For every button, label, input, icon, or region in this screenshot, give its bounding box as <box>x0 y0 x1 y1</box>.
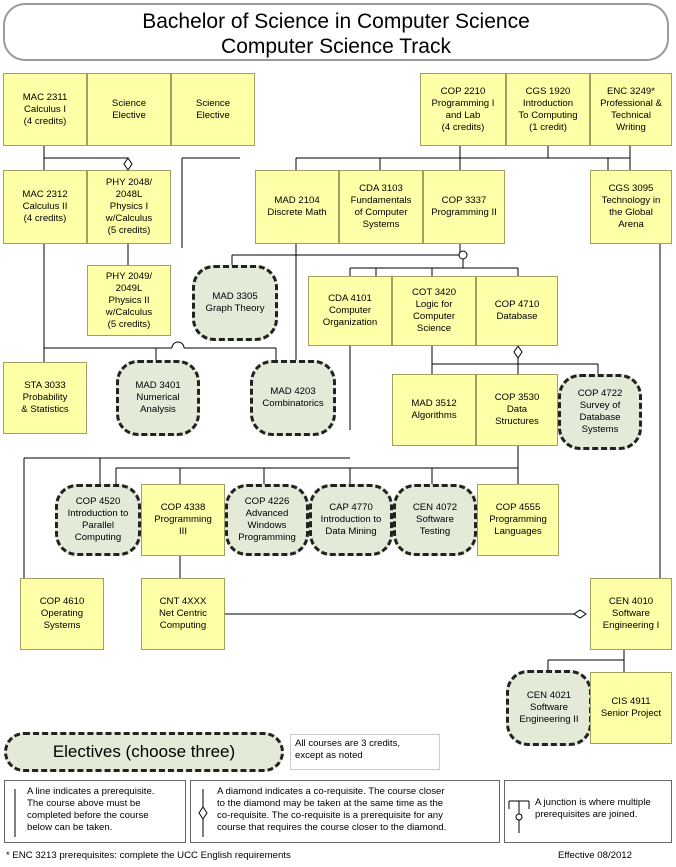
junction-icon <box>508 800 530 833</box>
course-sta3033: STA 3033 Probability & Statistics <box>3 362 87 434</box>
course-cda3103: CDA 3103 Fundamentals of Computer System… <box>339 170 423 244</box>
elective-cap4770: CAP 4770 Introduction to Data Mining <box>309 484 393 556</box>
credits-note: All courses are 3 credits, except as not… <box>290 734 440 770</box>
title-line-1: Bachelor of Science in Computer Science <box>142 10 530 33</box>
course-mac2311: MAC 2311 Calculus I (4 credits) <box>3 73 87 146</box>
course-cen4010: CEN 4010 Software Engineering I <box>590 578 672 650</box>
elective-mad3401: MAD 3401 Numerical Analysis <box>116 360 200 436</box>
corequisite-diamond-cop4710 <box>513 345 523 359</box>
elective-mad4203: MAD 4203 Combinatorics <box>250 360 336 436</box>
course-cnt4xxx: CNT 4XXX Net Centric Computing <box>141 578 225 650</box>
elective-cen4021: CEN 4021 Software Engineering II <box>506 670 592 746</box>
course-cop4338: COP 4338 Programming III <box>141 484 225 556</box>
course-cop2210: COP 2210 Programming I and Lab (4 credit… <box>420 73 506 146</box>
elective-cop4722: COP 4722 Survey of Database Systems <box>558 374 642 450</box>
course-cop3530: COP 3530 Data Structures <box>476 374 558 446</box>
elective-cop4520: COP 4520 Introduction to Parallel Comput… <box>55 484 141 556</box>
corequisite-diamond-icon <box>198 789 208 837</box>
elective-mad3305: MAD 3305 Graph Theory <box>192 265 278 341</box>
course-cgs3095: CGS 3095 Technology in the Global Arena <box>590 170 672 244</box>
legend-diamond-text: A diamond indicates a co-requisite. The … <box>217 786 447 833</box>
legend-junction: A junction is where multiple prerequisit… <box>504 780 672 843</box>
course-mad3512: MAD 3512 Algorithms <box>392 374 476 446</box>
page-title: Bachelor of Science in Computer Science … <box>3 3 669 61</box>
course-enc3249: ENC 3249* Professional & Technical Writi… <box>590 73 672 146</box>
footnote: * ENC 3213 prerequisites: complete the U… <box>6 850 291 861</box>
course-cot3420: COT 3420 Logic for Computer Science <box>392 276 476 346</box>
course-mac2312: MAC 2312 Calculus II (4 credits) <box>3 170 87 244</box>
course-cis4911: CIS 4911 Senior Project <box>590 672 672 744</box>
course-cda4101: CDA 4101 Computer Organization <box>308 276 392 346</box>
elective-cen4072: CEN 4072 Software Testing <box>393 484 477 556</box>
electives-badge: Electives (choose three) <box>4 732 284 772</box>
prerequisite-line-icon <box>14 789 16 837</box>
course-phy2048: PHY 2048/ 2048L Physics I w/Calculus (5 … <box>87 170 171 244</box>
course-science-elective-2: Science Elective <box>171 73 255 146</box>
course-cop4710: COP 4710 Database <box>476 276 558 346</box>
legend-prerequisite: A line indicates a prerequisite. The cou… <box>4 780 186 843</box>
course-cop3337: COP 3337 Programming II <box>423 170 505 244</box>
title-line-2: Computer Science Track <box>221 35 451 58</box>
elective-cop4226: COP 4226 Advanced Windows Programming <box>225 484 309 556</box>
legend-line-text: A line indicates a prerequisite. The cou… <box>27 786 155 833</box>
legend-junction-text: A junction is where multiple prerequisit… <box>535 797 651 820</box>
course-cop4555: COP 4555 Programming Languages <box>477 484 559 556</box>
course-science-elective-1: Science Elective <box>87 73 171 146</box>
legend-corequisite: A diamond indicates a co-requisite. The … <box>190 780 500 843</box>
course-mad2104: MAD 2104 Discrete Math <box>255 170 339 244</box>
course-phy2049: PHY 2049/ 2049L Physics II w/Calculus (5… <box>87 265 171 336</box>
course-cgs1920: CGS 1920 Introduction To Computing (1 cr… <box>506 73 590 146</box>
effective-date: Effective 08/2012 <box>558 850 632 861</box>
course-cop4610: COP 4610 Operating Systems <box>20 578 104 650</box>
corequisite-diamond-phy <box>123 157 133 171</box>
corequisite-diamond-cen4010 <box>573 609 587 619</box>
